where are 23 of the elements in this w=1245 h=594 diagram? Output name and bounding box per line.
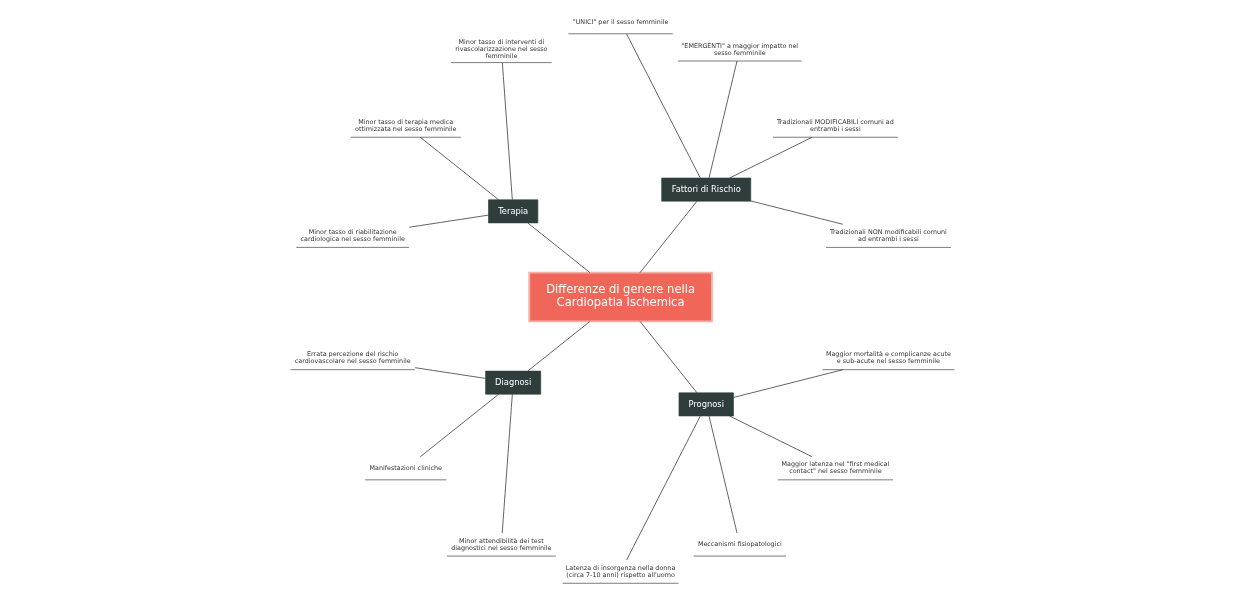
connector — [626, 33, 701, 179]
connector — [626, 415, 701, 561]
connector — [729, 415, 813, 458]
connector — [408, 214, 489, 228]
node-box: Differenze di genere nella Cardiopatia Ischemica — [528, 271, 713, 323]
connector — [501, 393, 513, 534]
connector — [639, 321, 698, 394]
node-box: Terapia — [488, 199, 539, 224]
node-box: Diagnosi — [485, 370, 542, 395]
node-box: Prognosi — [678, 392, 734, 417]
connector — [420, 136, 500, 201]
connector — [708, 415, 738, 534]
connector — [501, 62, 513, 201]
connector — [527, 321, 591, 372]
connector — [527, 222, 591, 273]
connector — [708, 60, 738, 179]
connector — [733, 369, 844, 398]
connector — [420, 393, 500, 458]
connector — [639, 200, 698, 273]
connector — [729, 136, 813, 179]
connector — [414, 367, 486, 379]
node-box: Fattori di Rischio — [661, 177, 752, 202]
connector — [750, 200, 844, 225]
